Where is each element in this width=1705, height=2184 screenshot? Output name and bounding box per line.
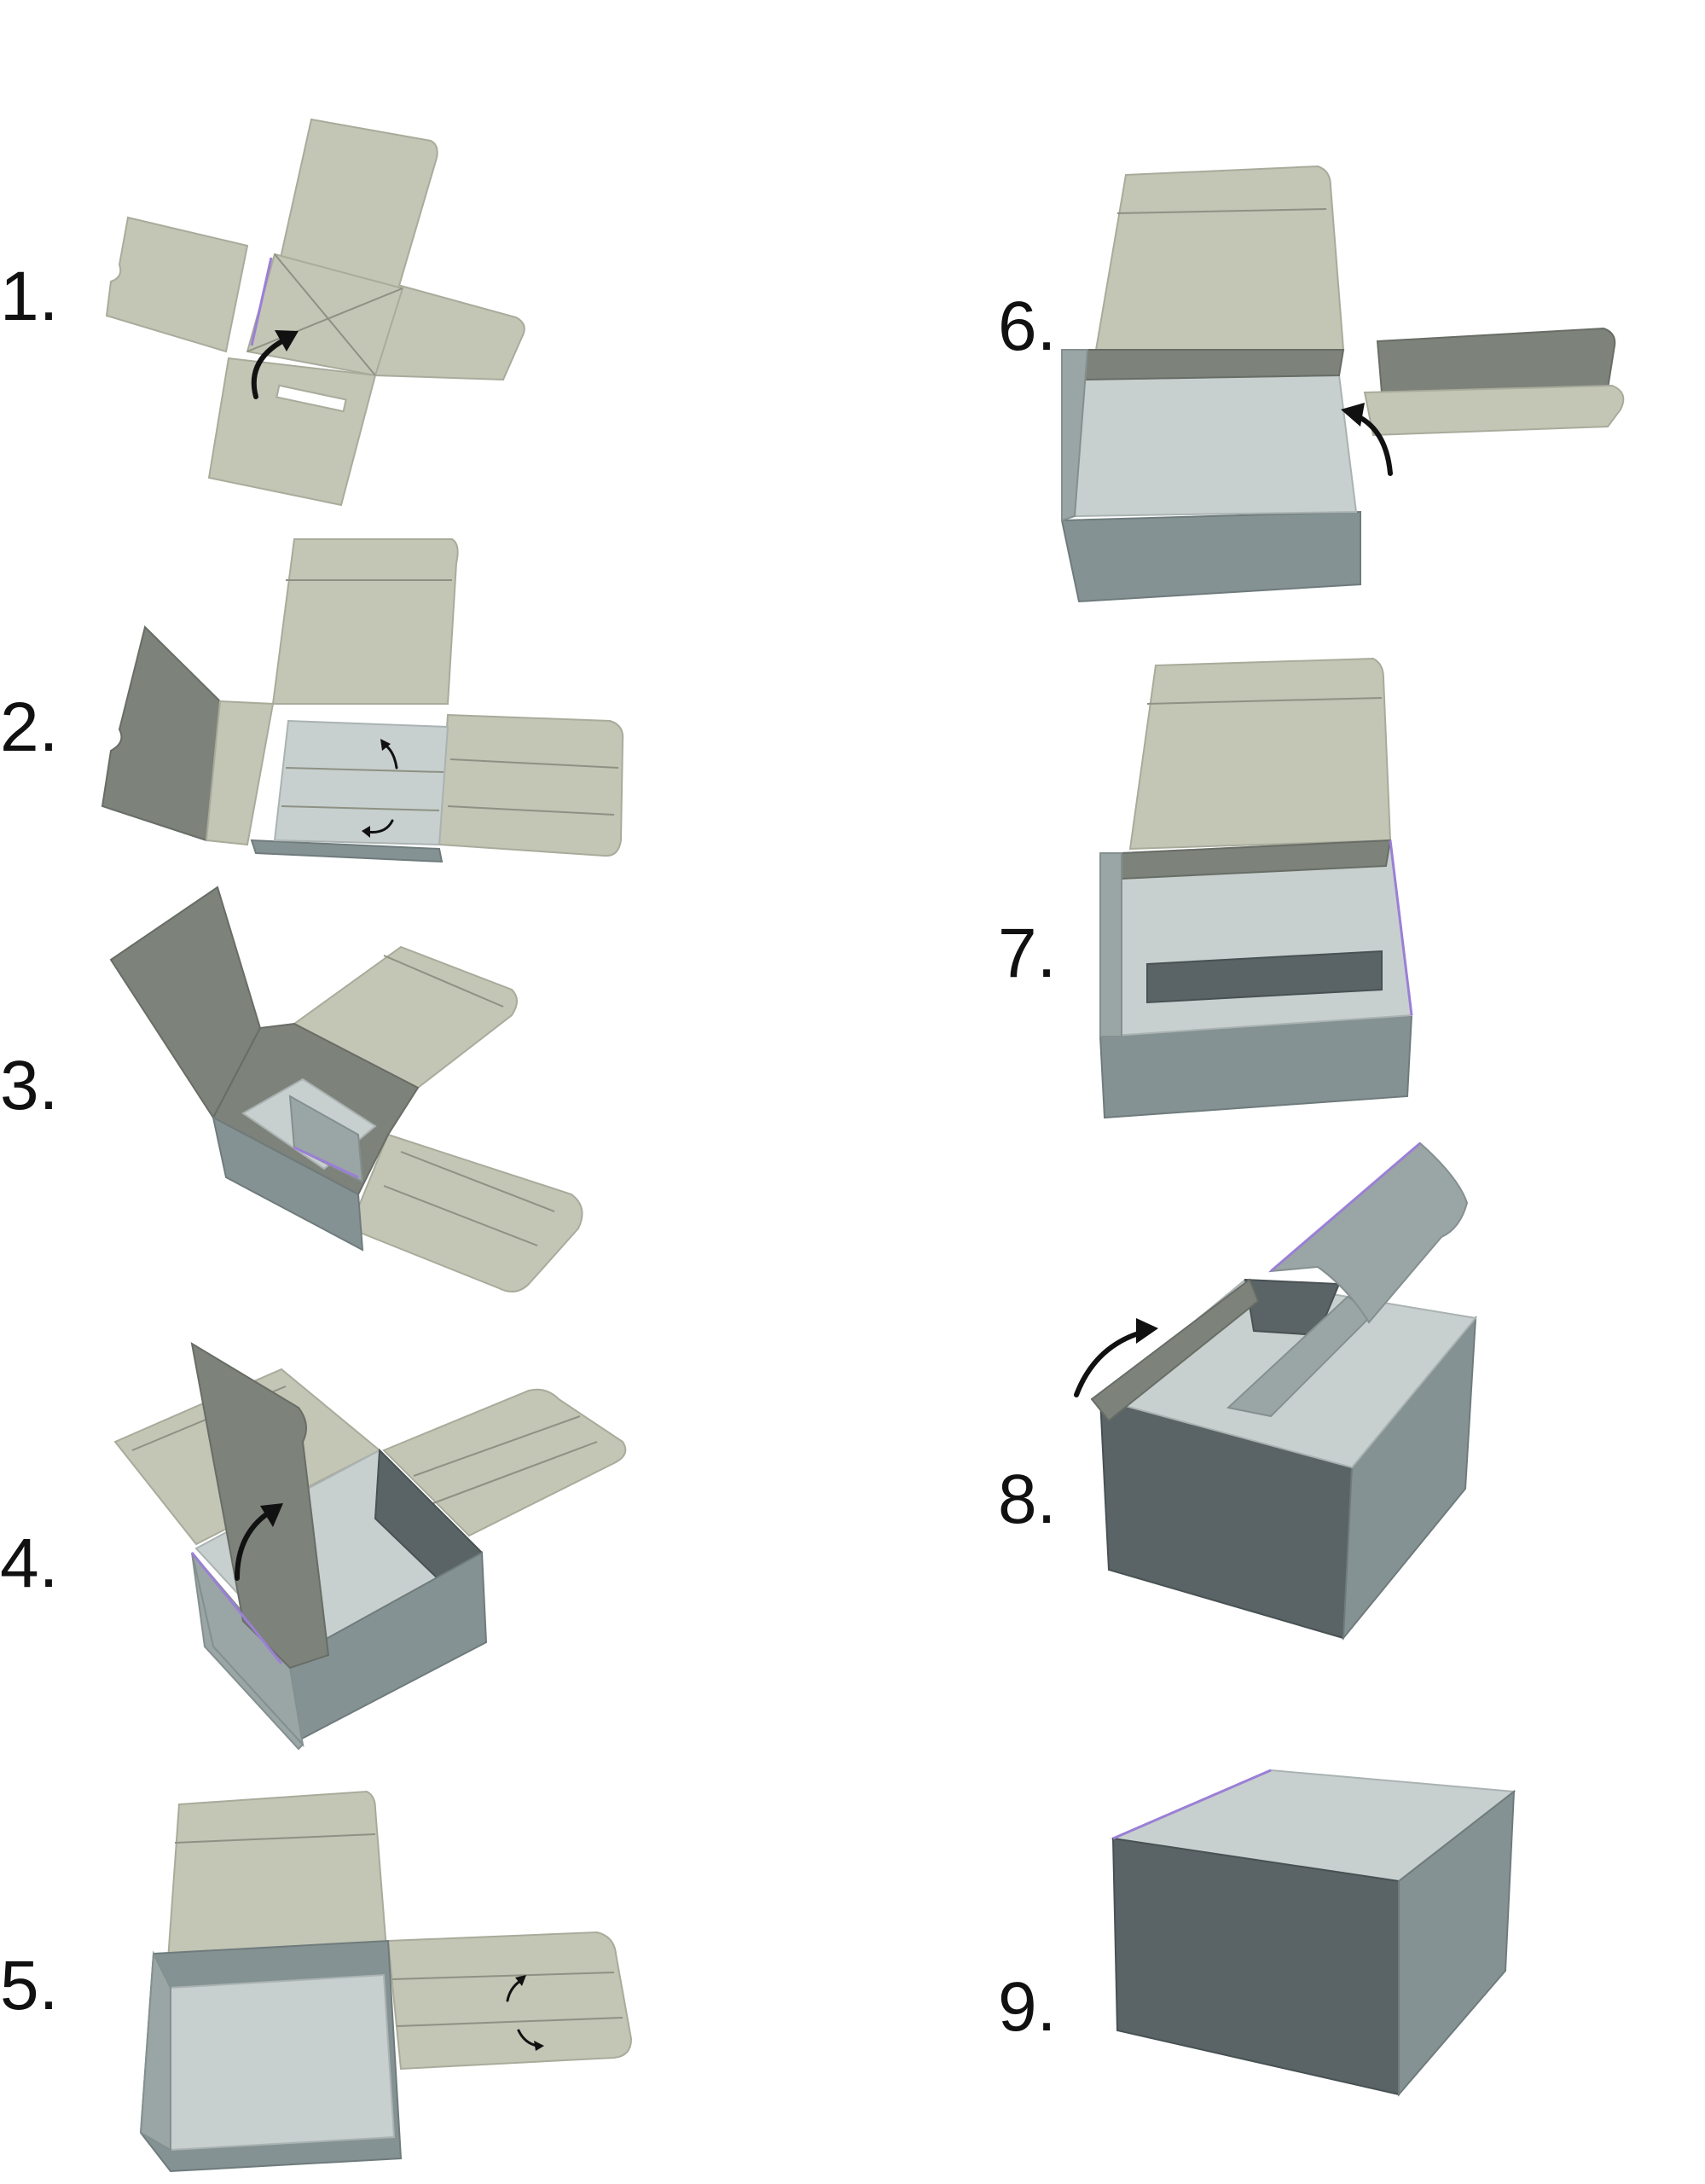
step-4: 4. [0,1342,627,1751]
step-label-1: 1. [0,258,58,335]
step-7: 7. [998,657,1413,1119]
step-8: 8. [998,1141,1477,1641]
step-label-8: 8. [998,1461,1056,1538]
step-3-illustration [109,886,583,1292]
step-5: 5. [0,1790,633,2173]
step-label-5: 5. [0,1947,58,2024]
step-1-illustration [105,118,525,507]
step-4-illustration [113,1342,627,1751]
step-2-illustration [101,538,624,863]
step-8-illustration [1074,1141,1477,1641]
step-7-illustration [1099,657,1413,1119]
step-3: 3. [0,886,583,1292]
step-9: 9. [998,1769,1517,2097]
step-9-illustration [1110,1769,1517,2097]
step-5-illustration [139,1790,633,2173]
step-label-4: 4. [0,1525,58,1602]
step-6-illustration [1060,165,1625,603]
step-1: 1. [0,118,525,507]
step-2: 2. [0,538,624,863]
step-label-6: 6. [998,288,1056,365]
step-label-9: 9. [998,1968,1056,2046]
step-label-7: 7. [998,915,1056,992]
step-label-2: 2. [0,688,58,766]
step-6: 6. [998,165,1625,603]
step-label-3: 3. [0,1047,58,1124]
